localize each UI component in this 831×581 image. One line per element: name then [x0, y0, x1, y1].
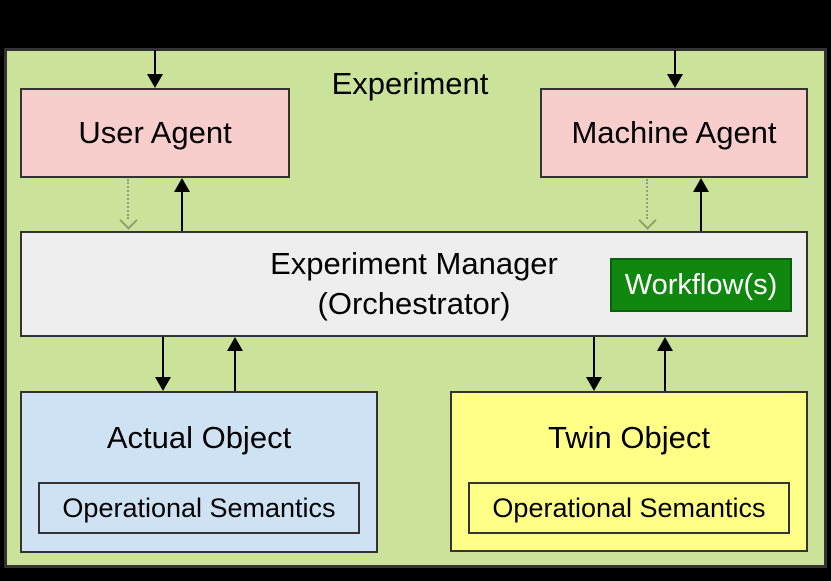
arrow-line — [234, 349, 236, 391]
twin-operational-semantics-label: Operational Semantics — [492, 492, 766, 523]
arrowhead-down-icon — [667, 74, 683, 88]
arrow-dotted-line — [646, 179, 648, 219]
arrow-machine-agent-to-manager — [638, 179, 657, 230]
arrow-dotted-line — [127, 179, 129, 219]
arrow-manager-to-twin-object — [586, 337, 602, 391]
arrowhead-up-icon — [693, 178, 709, 192]
arrow-line — [162, 337, 164, 379]
arrow-line — [674, 50, 676, 76]
actual-object-box: Actual Object Operational Semantics — [20, 391, 378, 553]
experiment-title: Experiment — [331, 66, 489, 101]
machine-agent-label: Machine Agent — [571, 115, 777, 150]
actual-operational-semantics-label: Operational Semantics — [62, 492, 336, 523]
arrow-line — [593, 337, 595, 379]
arrowhead-up-icon — [657, 337, 673, 351]
arrowhead-up-icon — [174, 178, 190, 192]
user-agent-label: User Agent — [78, 115, 232, 150]
arrowhead-down-icon — [155, 377, 171, 391]
arrow-actual-object-to-manager — [227, 337, 243, 391]
arrow-line — [700, 190, 702, 231]
arrow-line — [664, 349, 666, 391]
arrow-user-agent-to-manager — [119, 179, 138, 230]
actual-object-label: Actual Object — [106, 419, 292, 455]
actual-operational-semantics-box: Operational Semantics — [38, 482, 360, 534]
arrow-manager-to-actual-object — [155, 337, 171, 391]
user-agent-box: User Agent — [20, 88, 290, 178]
arrowhead-chevron-down-icon — [638, 211, 657, 230]
twin-operational-semantics-box: Operational Semantics — [468, 482, 790, 534]
arrow-twin-object-to-manager — [657, 337, 673, 391]
arrowhead-chevron-down-icon — [119, 211, 138, 230]
arrow-line — [181, 190, 183, 231]
arrow-top-to-machine-agent — [667, 50, 683, 88]
workflow-box: Workflow(s) — [610, 258, 792, 312]
arrow-manager-to-machine-agent — [693, 178, 709, 231]
twin-object-box: Twin Object Operational Semantics — [450, 391, 808, 552]
twin-object-label: Twin Object — [548, 419, 710, 455]
arrow-manager-to-user-agent — [174, 178, 190, 231]
experiment-manager-label-line1: Experiment Manager — [270, 246, 558, 282]
experiment-manager-label: Experiment Manager (Orchestrator) — [270, 244, 558, 323]
experiment-manager-box: Experiment Manager (Orchestrator) — [20, 231, 808, 337]
arrowhead-up-icon — [227, 337, 243, 351]
arrowhead-down-icon — [586, 377, 602, 391]
arrow-top-to-user-agent — [147, 50, 163, 88]
arrow-line — [154, 50, 156, 76]
workflow-label: Workflow(s) — [624, 268, 778, 301]
experiment-manager-label-line2: (Orchestrator) — [317, 286, 511, 321]
machine-agent-box: Machine Agent — [540, 88, 808, 178]
arrowhead-down-icon — [147, 74, 163, 88]
